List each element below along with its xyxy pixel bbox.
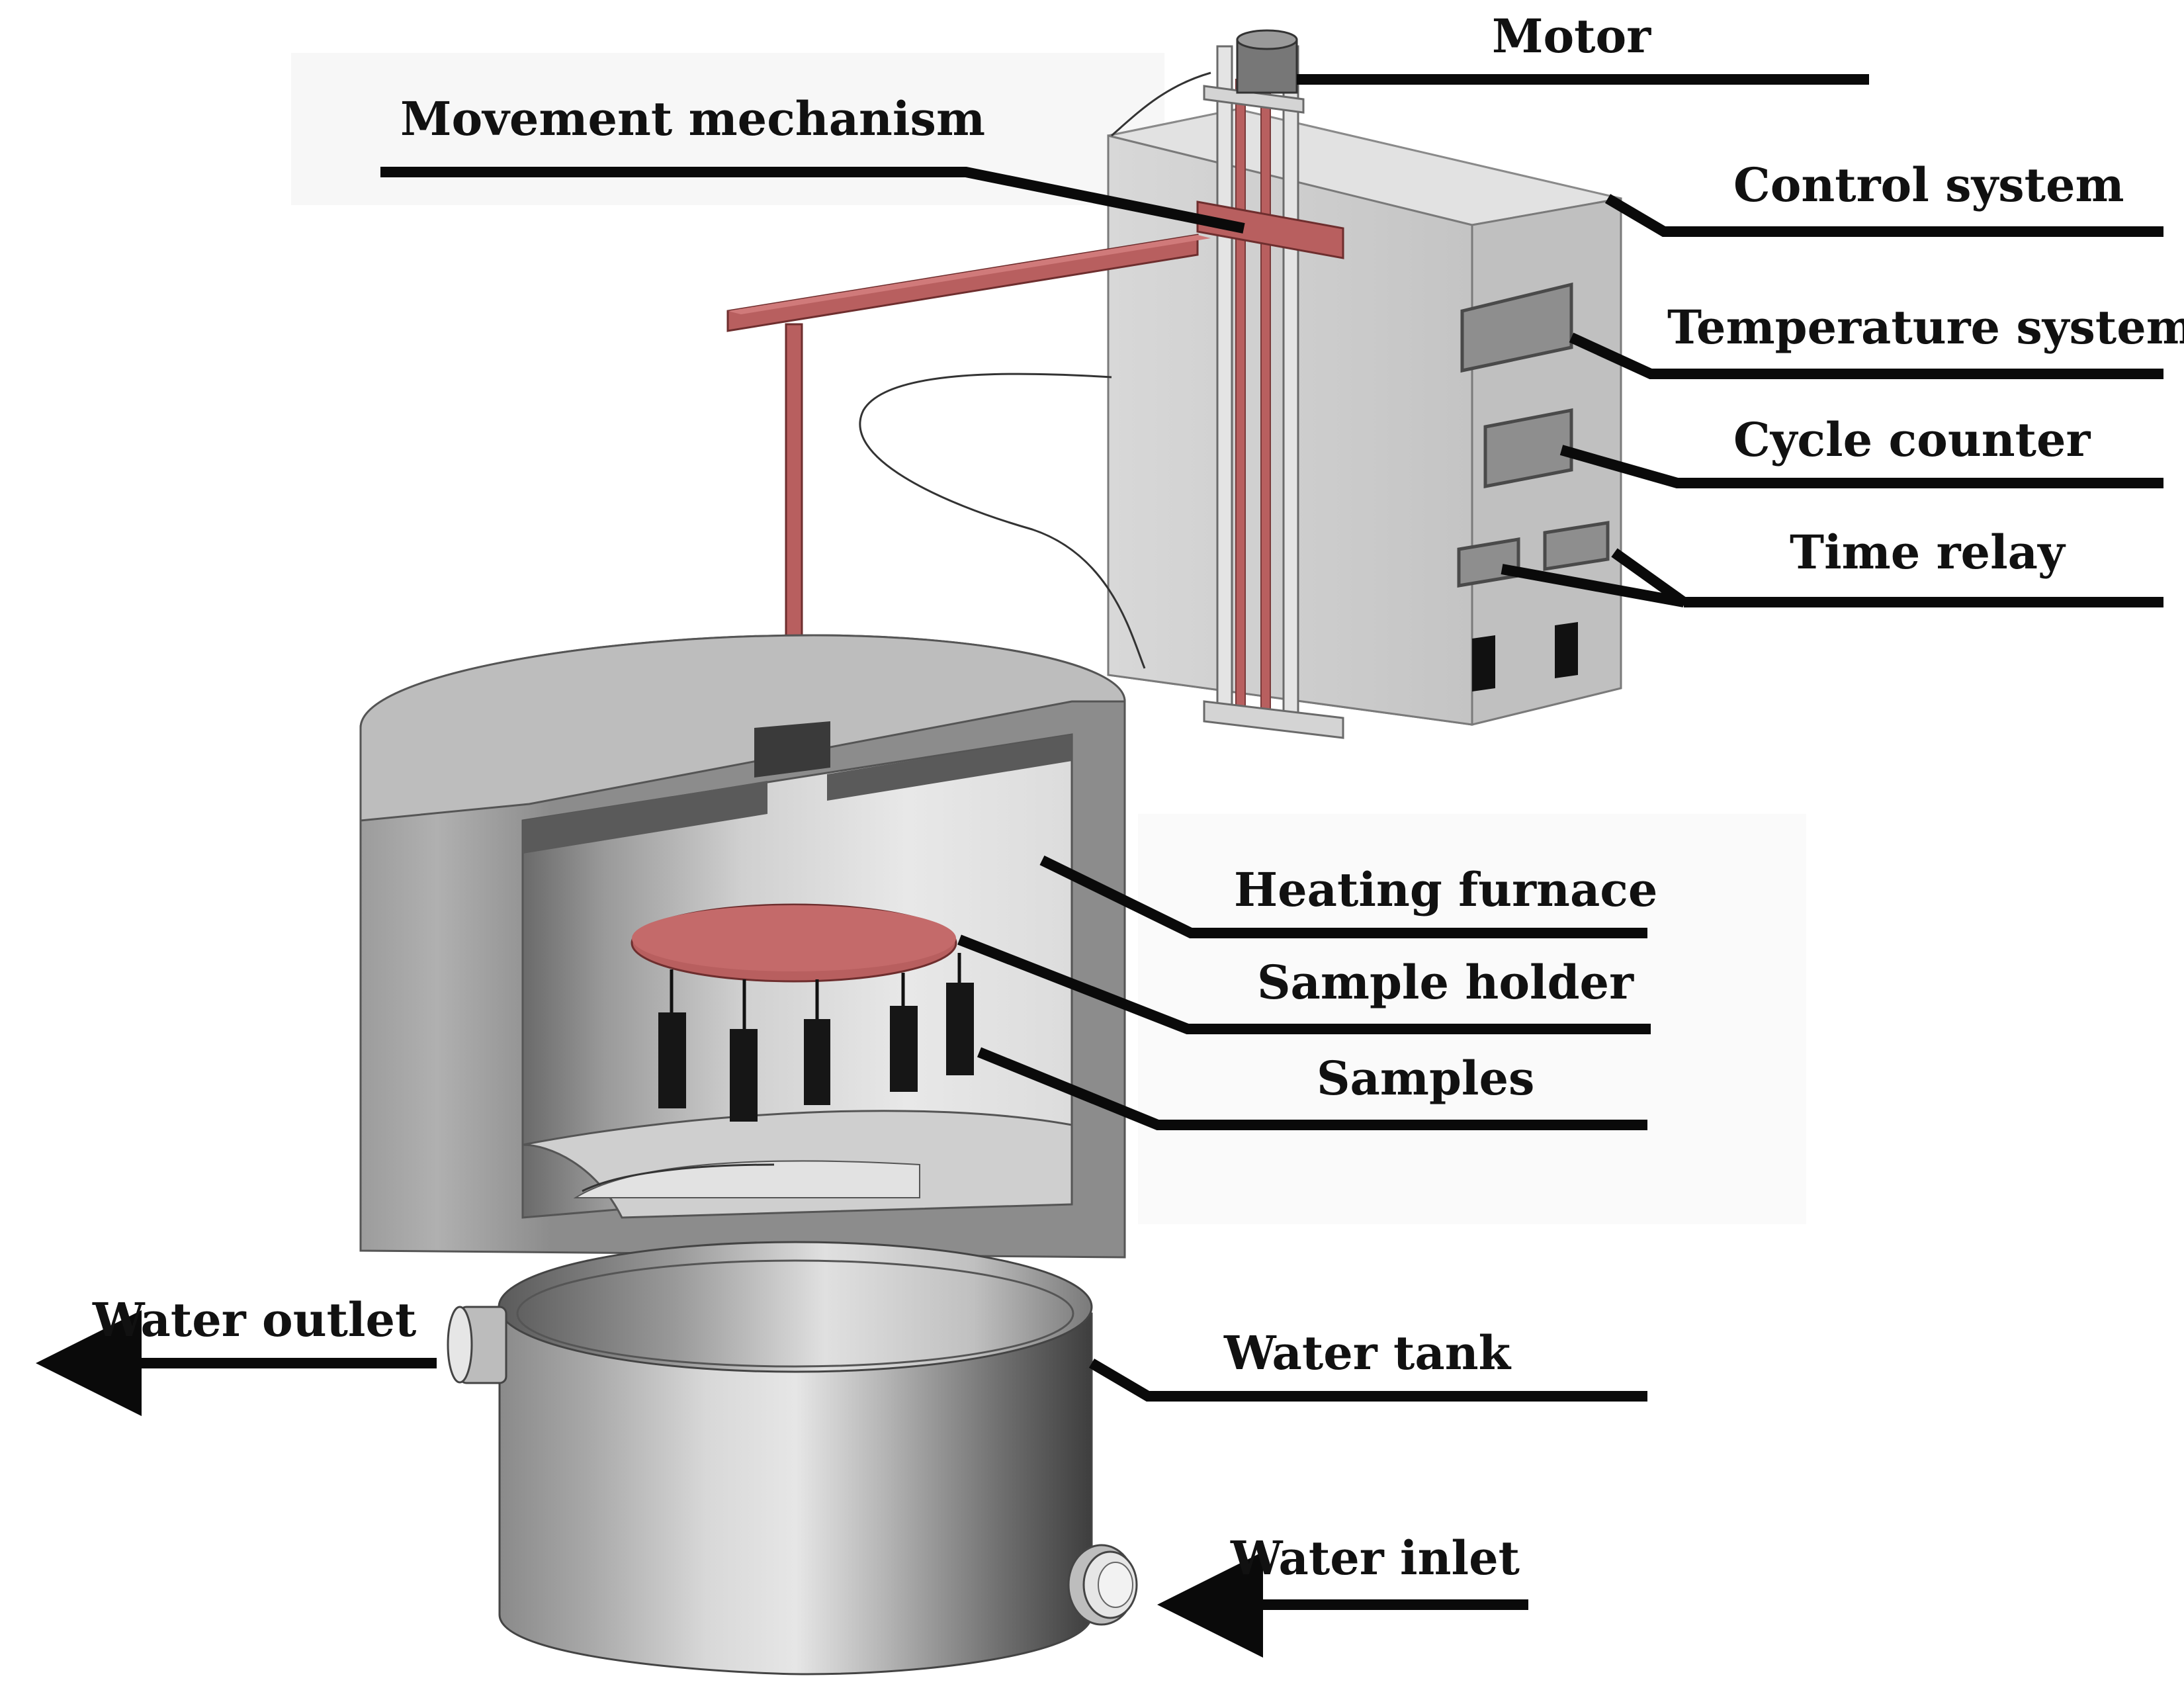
label-sample-holder: Sample holder [1257, 955, 1634, 1010]
control-switch [1555, 622, 1578, 678]
sample [730, 1029, 758, 1122]
label-control-system: Control system [1733, 157, 2124, 212]
label-water-inlet: Water inlet [1231, 1531, 1520, 1585]
temperature-system-leader [1569, 332, 2163, 379]
control-system-leader [1604, 194, 2163, 237]
label-motor: Motor [1492, 9, 1651, 64]
temperature-display [1460, 282, 1573, 373]
motor [1236, 29, 1298, 94]
time-relay-display-left [1457, 537, 1520, 588]
samples-leader [977, 1047, 1647, 1130]
sample-holder-leader [957, 934, 1651, 1034]
motor-wire [1111, 71, 1211, 137]
movement-mechanism-leader [380, 167, 1245, 234]
sample-holder [631, 903, 957, 983]
control-switch [1472, 635, 1495, 692]
leader-lines [36, 74, 2163, 1658]
label-movement-mechanism: Movement mechanism [400, 91, 986, 146]
cycle-counter-leader [1559, 445, 2163, 488]
cycle-counter-display [1483, 408, 1573, 489]
control-wire [859, 373, 1146, 669]
label-water-tank: Water tank [1224, 1325, 1511, 1380]
background-panel [1138, 814, 1806, 1224]
control-cabinet [1107, 108, 1622, 726]
water-tank [498, 1241, 1093, 1675]
sample [946, 983, 974, 1075]
water-inlet-pipe [1067, 1544, 1138, 1626]
sample [804, 1019, 830, 1105]
label-heating-furnace: Heating furnace [1234, 862, 1658, 917]
sample [658, 1012, 686, 1108]
label-water-outlet: Water outlet [93, 1292, 417, 1347]
water-tank-leader [1088, 1359, 1647, 1402]
label-samples: Samples [1317, 1051, 1535, 1106]
water-outlet-pipe [447, 1306, 507, 1384]
label-cycle-counter: Cycle counter [1733, 412, 2091, 467]
label-time-relay: Time relay [1790, 525, 2065, 580]
samples [658, 953, 974, 1122]
heating-furnace-leader [1039, 855, 1647, 938]
label-temperature-system: Temperature system [1667, 300, 2184, 355]
sample [890, 1006, 918, 1092]
time-relay-display-right [1543, 521, 1610, 571]
